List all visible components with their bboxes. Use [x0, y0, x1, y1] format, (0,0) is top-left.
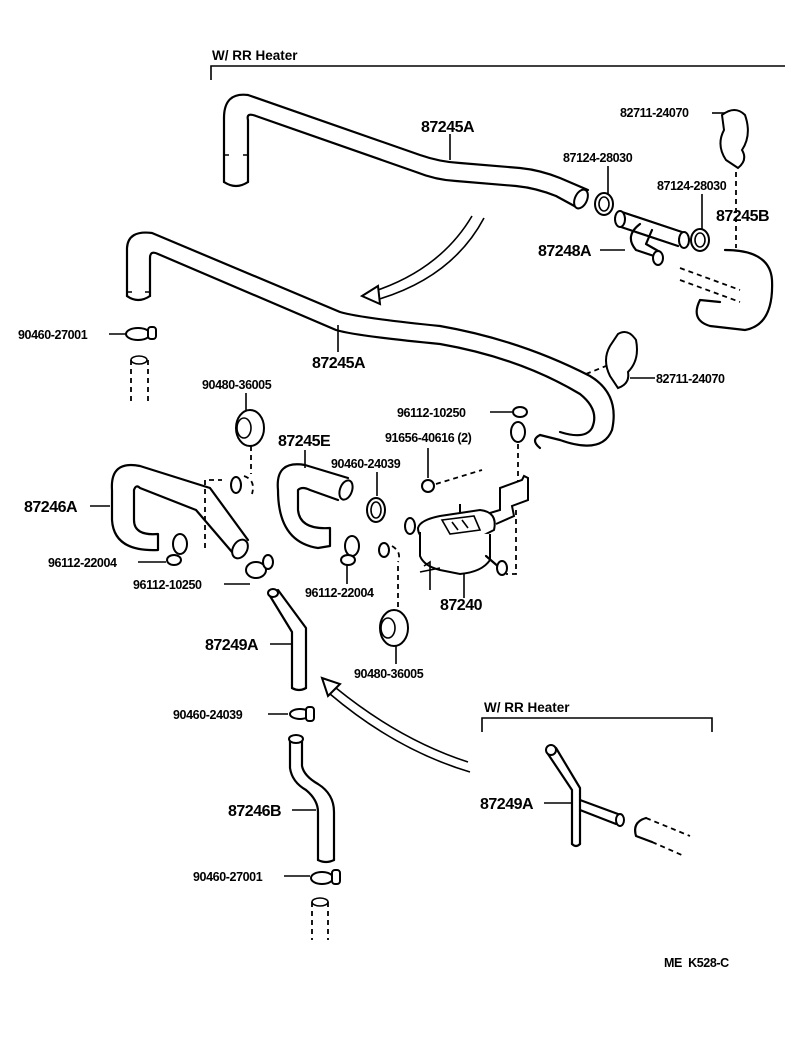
label-90460-24039-a: 90460-24039: [331, 457, 401, 471]
clip-96112-22004-b: [340, 535, 401, 610]
inset-header-rr-heater: W/ RR Heater: [484, 700, 570, 715]
label-90480-36005-bottom: 90480-36005: [354, 667, 424, 681]
clip-96112-10250-top: [510, 406, 528, 486]
grommet-90480-bottom: [379, 609, 409, 647]
clip-90460-24039-b: [289, 706, 315, 722]
label-87249a: 87249A: [205, 637, 259, 654]
label-90460-27001-top: 90460-27001: [18, 328, 88, 342]
header-bracket: [210, 65, 785, 80]
straight-arrow-icon: [320, 676, 471, 773]
pipe-87249a: [267, 588, 308, 692]
clip-87124-a: [594, 192, 614, 216]
clip-96112-10250-b: [245, 554, 274, 579]
label-87249a-inset: 87249A: [480, 796, 534, 813]
valve-87240: [404, 474, 529, 590]
hose-87245a-top: [222, 93, 590, 210]
label-82711-24070-top: 82711-24070: [620, 106, 689, 120]
clip-90460-27001-top: [125, 326, 157, 402]
label-87246a: 87246A: [24, 499, 78, 516]
clip-90460-27001-bottom: [310, 869, 341, 940]
hose-87246a: [110, 463, 250, 560]
bolt-91656-icon: [421, 469, 483, 493]
hose-87245a-mid: [125, 231, 615, 450]
clip-87124-b: [690, 228, 710, 252]
label-87245a-mid: 87245A: [312, 355, 366, 372]
hose-87246b: [288, 734, 336, 864]
label-87245e: 87245E: [278, 433, 331, 450]
label-96112-22004-a: 96112-22004: [48, 556, 117, 570]
label-82711-24070-mid: 82711-24070: [656, 372, 725, 386]
clamp-82711-mid: [585, 331, 638, 390]
label-87245a-top: 87245A: [421, 119, 475, 136]
label-87248a: 87248A: [538, 243, 592, 260]
grommet-90480-top: [230, 409, 265, 495]
diagram-code: ME K528-C: [664, 956, 729, 970]
hose-87245e: [276, 463, 354, 550]
label-87246b: 87246B: [228, 803, 281, 820]
clip-96112-22004-a: [166, 533, 188, 566]
label-96112-10250-b: 96112-10250: [133, 578, 202, 592]
label-87124-28030-a: 87124-28030: [563, 151, 633, 165]
curved-arrow-icon: [359, 215, 485, 306]
label-90480-36005-top: 90480-36005: [202, 378, 272, 392]
label-96112-10250-top: 96112-10250: [397, 406, 466, 420]
pipe-87248a: [614, 210, 690, 266]
hose-87245b: [679, 248, 774, 332]
clip-90460-24039-a: [366, 497, 386, 523]
label-91656-40616: 91656-40616 (2): [385, 431, 472, 445]
header-rr-heater: W/ RR Heater: [212, 48, 298, 63]
label-87124-28030-b: 87124-28030: [657, 179, 727, 193]
label-87240: 87240: [440, 597, 483, 614]
label-87245b: 87245B: [716, 208, 769, 225]
clamp-82711-top: [719, 109, 749, 248]
inset-bracket: [481, 717, 713, 732]
label-90460-24039-b: 90460-24039: [173, 708, 243, 722]
pipe-87249a-inset: [545, 744, 691, 857]
label-96112-22004-b: 96112-22004: [305, 586, 374, 600]
label-90460-27001-bottom: 90460-27001: [193, 870, 263, 884]
